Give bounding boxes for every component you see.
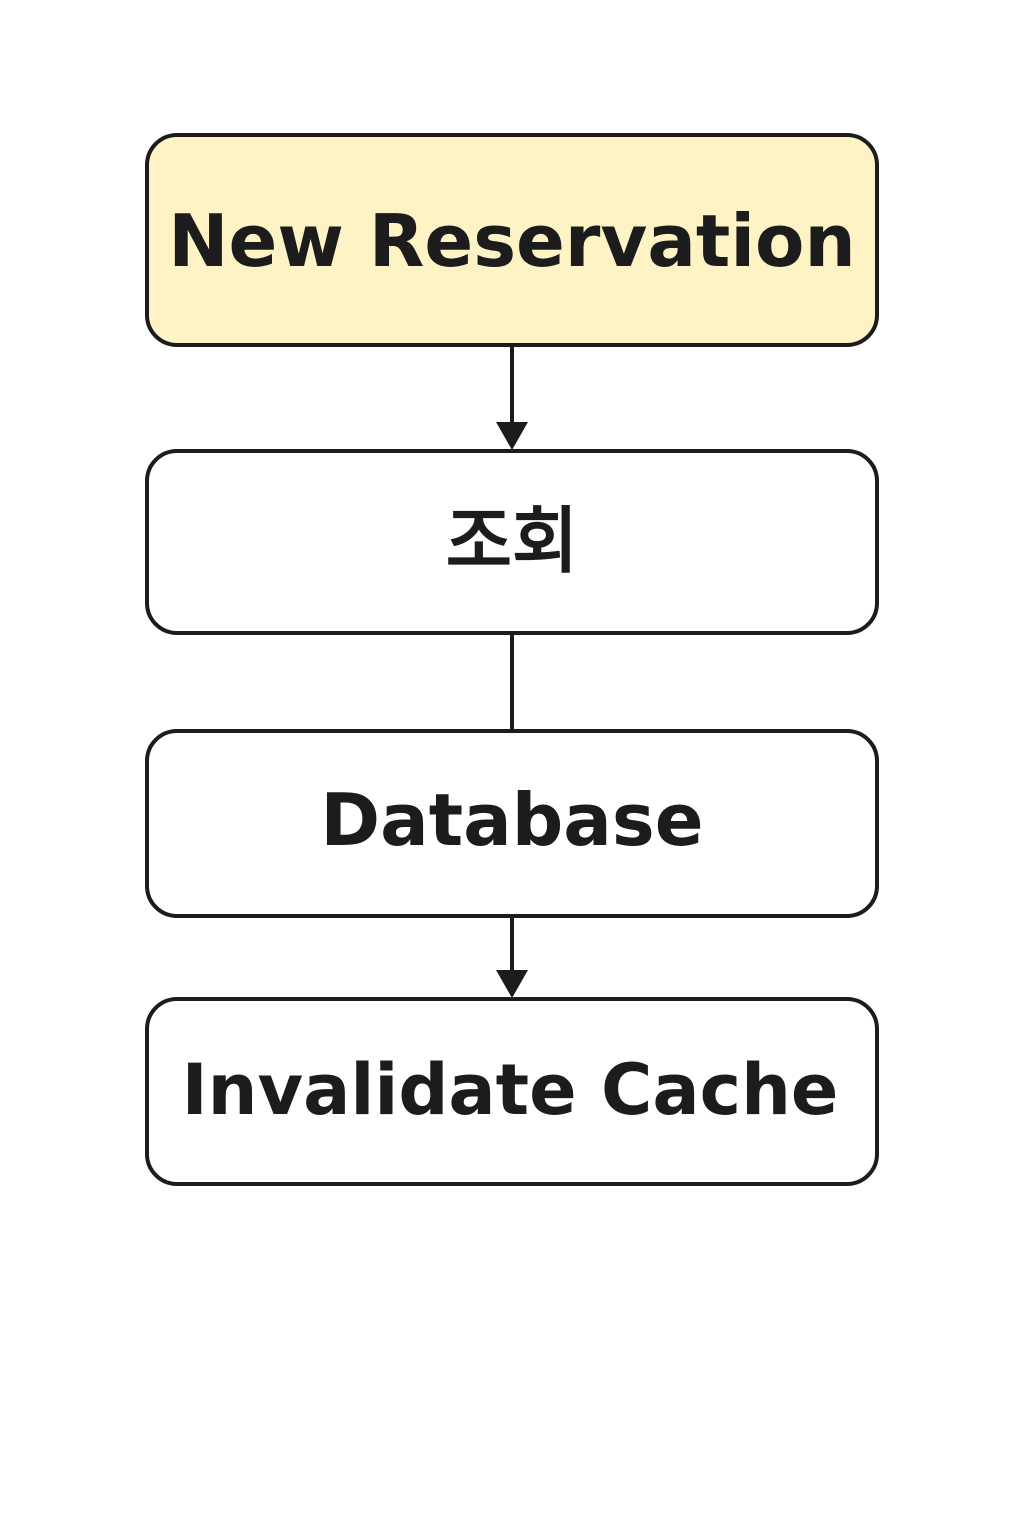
node-box [145, 997, 879, 1186]
arrowhead-down-icon [496, 970, 528, 998]
node-label: 조회 [446, 499, 578, 583]
arrowhead-down-icon [496, 422, 528, 450]
node-label: New Reservation [168, 199, 855, 283]
node-invalidate-cache: Invalidate Cache [145, 997, 879, 1186]
node-label: Invalidate Cache [182, 1049, 839, 1131]
edge-database-to-invalidate-cache [496, 916, 528, 998]
node-lookup: 조회 [145, 449, 879, 635]
node-label: Database [320, 778, 703, 862]
flow-edges [496, 345, 528, 998]
node-database: Database [145, 729, 879, 918]
node-new-reservation: New Reservation [145, 133, 879, 347]
edge-new-reservation-to-lookup [496, 345, 528, 450]
node-box [145, 449, 879, 635]
node-box [145, 729, 879, 918]
node-box [145, 133, 879, 347]
